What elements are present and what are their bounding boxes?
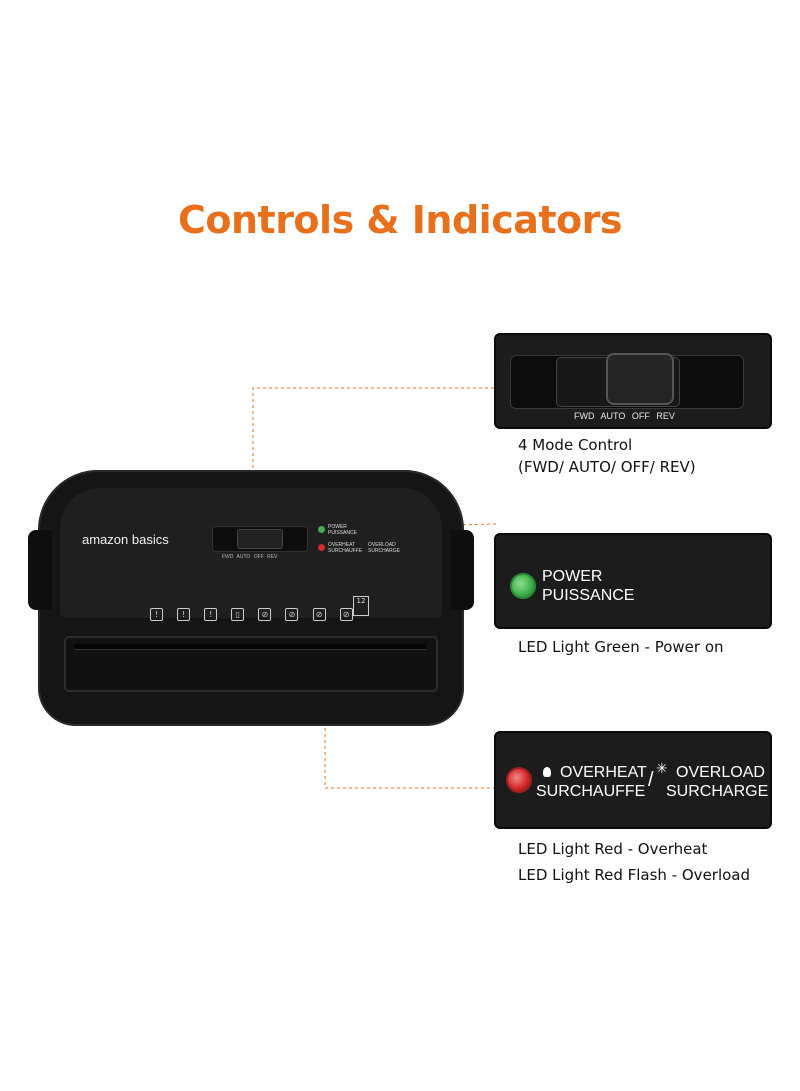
device-power-label-1: POWER [328,524,347,530]
switch-label-auto: AUTO [600,411,626,421]
device-overheat-led [318,544,325,551]
leader-mode-control [252,387,496,528]
overload-label: OVERLOAD SURCHARGE [666,763,768,801]
overheat-label-1: OVERHEAT [560,764,647,781]
power-label: POWER PUISSANCE [542,567,634,605]
device-overload-text: OVERLOAD SURCHARGE [368,542,400,554]
mode-control-caption: 4 Mode Control (FWD/ AUTO/ OFF/ REV) [518,434,696,478]
device-overheat-text: OVERHEAT SURCHAUFFE [328,542,362,554]
safety-icons: ! ! ! ▯ ⊘ ⊘ ⊘ ⊘ [150,602,362,621]
no-card-icon: ⊘ [339,608,353,621]
device-power-label-2: PUISSANCE [328,530,357,536]
no-child-icon: ⊘ [312,608,326,621]
sun-flash-icon: ✳ [656,761,668,777]
device-switch-label: OFF [253,554,264,560]
sheet-capacity-value: 12 [356,597,366,605]
device-power-text: POWER PUISSANCE [328,524,357,536]
switch-label-fwd: FWD [574,411,595,421]
power-label-1: POWER [542,568,603,585]
brand-logo: amazon basics [82,532,169,547]
hazard-icon: ! [177,608,191,621]
overheat-indicator-panel: OVERHEAT SURCHAUFFE / ✳ OVERLOAD SURCHAR… [494,731,772,829]
mode-switch-labels: FWD AUTO OFF REV [574,411,675,421]
device-power-led [318,526,325,533]
device-overheat-label-1: OVERHEAT [328,542,356,548]
paper-feed-slot [64,636,438,692]
overheat-caption-line2: LED Light Red Flash - Overload [518,866,751,884]
device-overload-label-2: SURCHARGE [368,548,400,554]
switch-label-off: OFF [631,411,650,421]
device-side-right [450,530,474,610]
no-hand-icon: ⊘ [258,608,272,621]
separator-slash: / [648,769,654,791]
manual-icon: ▯ [231,608,245,621]
device-top-panel [60,488,442,618]
overload-label-2: SURCHARGE [666,783,769,800]
overheat-caption-line1: LED Light Red - Overheat [518,840,708,858]
page-title: Controls & Indicators [177,198,623,242]
device-switch-label: AUTO [236,554,251,560]
power-caption: LED Light Green - Power on [518,638,724,656]
mode-switch-knob[interactable] [606,353,674,405]
power-led-green [510,573,536,599]
overheat-caption: LED Light Red - Overheat LED Light Red F… [518,836,750,888]
mode-control-caption-line1: 4 Mode Control [518,436,633,454]
device-overheat-label-2: SURCHAUFFE [328,548,363,554]
power-indicator-panel: POWER PUISSANCE [494,533,772,629]
mode-control-caption-line2: (FWD/ AUTO/ OFF/ REV) [518,458,696,476]
warning-icon: ! [150,608,163,621]
overload-label-1: OVERLOAD [676,764,765,781]
shredder-device: amazon basics FWD AUTO OFF REV POWER PUI… [26,470,476,726]
hazard-icon: ! [204,608,218,621]
device-overload-label-1: OVERLOAD [368,542,396,548]
no-tie-icon: ⊘ [285,608,299,621]
overheat-label-2: SURCHAUFFE [536,783,646,800]
power-label-2: PUISSANCE [542,587,635,604]
bulb-icon [543,767,551,777]
device-switch-labels: FWD AUTO OFF REV [222,554,277,560]
slot-opening [74,644,426,650]
device-side-left [28,530,52,610]
device-mode-switch[interactable] [212,526,308,552]
mode-control-panel: FWD AUTO OFF REV [494,333,772,429]
device-switch-knob[interactable] [237,529,283,549]
device-switch-label: REV [267,554,278,560]
sheet-capacity-badge: 12 [353,596,369,616]
overheat-led-red [506,767,532,793]
device-switch-label: FWD [222,554,234,560]
overheat-label: OVERHEAT SURCHAUFFE [536,763,647,801]
switch-label-rev: REV [656,411,675,421]
